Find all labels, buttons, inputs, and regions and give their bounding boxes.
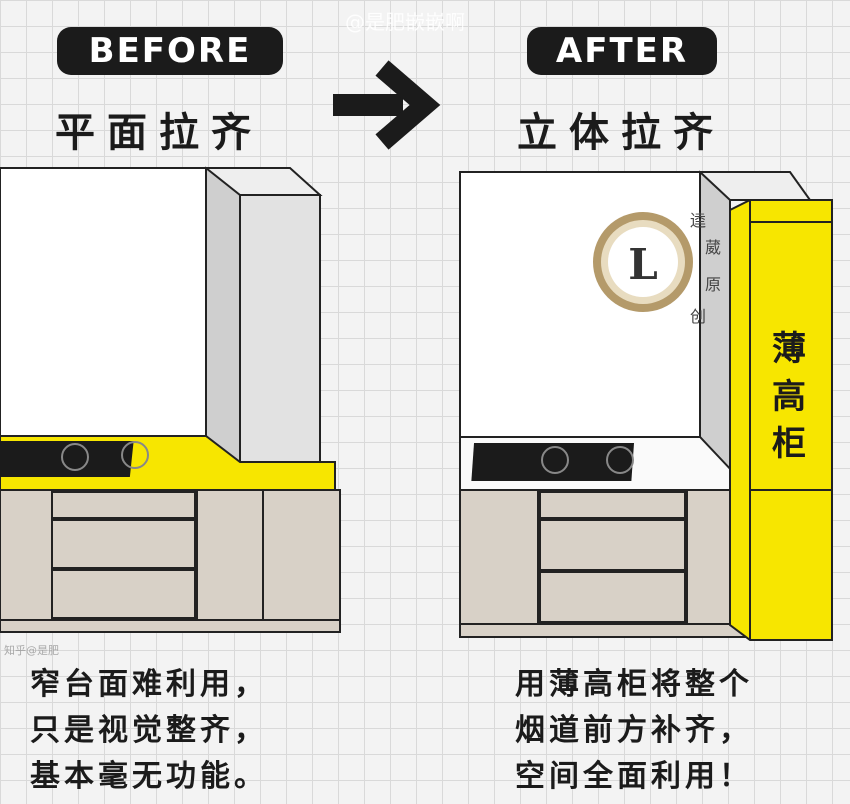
svg-text:逵: 逵 bbox=[690, 211, 706, 230]
clock-icon: L bbox=[593, 212, 693, 312]
svg-text:原: 原 bbox=[705, 275, 721, 294]
after-caption: 用薄高柜将整个 烟道前方补齐， 空间全面利用！ bbox=[515, 662, 753, 800]
tall-cabinet bbox=[729, 199, 833, 641]
caption-line: 烟道前方补齐， bbox=[515, 713, 753, 748]
before-title: 平面拉齐 bbox=[55, 110, 263, 156]
before-caption: 窄台面难利用， 只是视觉整齐， 基本毫无功能。 bbox=[30, 662, 268, 800]
caption-line: 基本毫无功能。 bbox=[30, 759, 268, 794]
svg-text:创: 创 bbox=[690, 307, 706, 326]
after-kitchen: L 逵 葳 原 创 薄 高 柜 bbox=[459, 170, 833, 641]
corner-watermark: 知乎@是肥 bbox=[4, 644, 59, 657]
caption-line: 空间全面利用！ bbox=[515, 759, 753, 794]
caption-line: 只是视觉整齐， bbox=[30, 713, 268, 748]
clock-letter: L bbox=[628, 240, 658, 289]
before-kitchen bbox=[0, 166, 341, 633]
caption-line: 用薄高柜将整个 bbox=[515, 667, 753, 702]
side-mark: 逵 葳 原 创 bbox=[690, 211, 721, 326]
caption-line: 窄台面难利用， bbox=[30, 667, 268, 702]
tall-cabinet-label: 薄 高 柜 bbox=[772, 329, 806, 464]
svg-text:葳: 葳 bbox=[705, 238, 721, 257]
after-badge: AFTER bbox=[527, 27, 717, 75]
before-badge: BEFORE bbox=[57, 27, 283, 75]
watermark: @是肥嵌嵌啊 bbox=[345, 10, 465, 34]
svg-text:高: 高 bbox=[772, 377, 806, 417]
svg-text:柜: 柜 bbox=[772, 424, 806, 464]
svg-text:薄: 薄 bbox=[772, 329, 806, 369]
arrow-right-icon bbox=[333, 60, 441, 150]
after-title: 立体拉齐 bbox=[517, 110, 725, 156]
